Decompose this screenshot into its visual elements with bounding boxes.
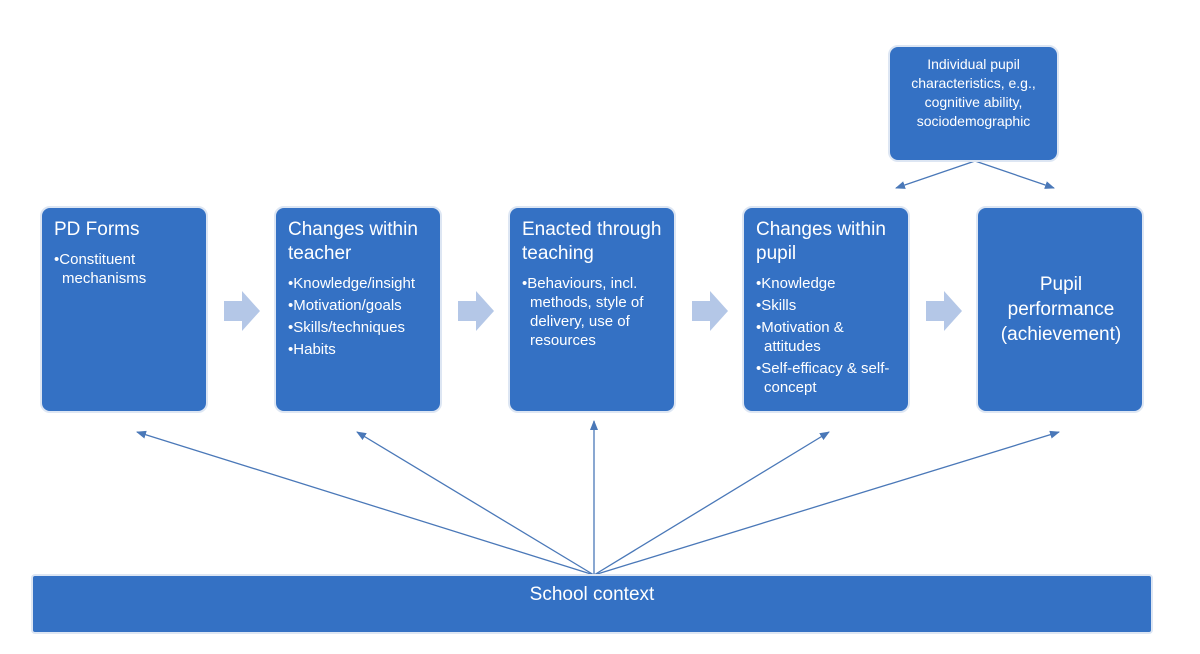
- teaching-list: Behaviours, incl. methods, style of deli…: [522, 274, 664, 350]
- school-context-label: School context: [529, 584, 655, 605]
- pupil-changes-title: Changes within pupil: [756, 219, 886, 264]
- school-to-performance-arrow: [593, 430, 1060, 576]
- list-item: Knowledge/insight: [288, 274, 430, 293]
- list-item: Self-efficacy & self-concept: [756, 359, 898, 397]
- list-item: Habits: [288, 340, 430, 359]
- school-context-bar: School context: [31, 574, 1153, 634]
- pupil-performance-title: Pupil performance (achievement): [1000, 274, 1122, 345]
- pd-forms-title: PD Forms: [54, 219, 140, 240]
- teacher-changes-title: Changes within teacher: [288, 219, 418, 264]
- pupil-changes-list: Knowledge Skills Motivation & attitudes …: [756, 274, 898, 397]
- flow-arrow-3: [692, 291, 728, 331]
- list-item: Constituent mechanisms: [54, 250, 196, 288]
- list-item: Behaviours, incl. methods, style of deli…: [522, 274, 664, 350]
- pupil-characteristics-text: Individual pupil characteristics, e.g., …: [911, 56, 1036, 129]
- pd-forms-list: Constituent mechanisms: [54, 250, 196, 288]
- list-item: Motivation/goals: [288, 296, 430, 315]
- flow-arrow-2: [458, 291, 494, 331]
- pd-forms-box: PD Forms Constituent mechanisms: [40, 206, 208, 413]
- school-to-teacher-arrow: [356, 431, 595, 576]
- school-to-pupil-arrow: [593, 431, 830, 576]
- list-item: Knowledge: [756, 274, 898, 293]
- school-to-pd-forms-arrow: [136, 430, 595, 576]
- characteristics-to-pupil-arrow: [895, 160, 976, 189]
- teacher-changes-box: Changes within teacher Knowledge/insight…: [274, 206, 442, 413]
- flow-arrow-1: [224, 291, 260, 331]
- list-item: Skills: [756, 296, 898, 315]
- pupil-changes-box: Changes within pupil Knowledge Skills Mo…: [742, 206, 910, 413]
- list-item: Motivation & attitudes: [756, 318, 898, 356]
- teaching-box: Enacted through teaching Behaviours, inc…: [508, 206, 676, 413]
- flow-arrow-4: [926, 291, 962, 331]
- teaching-title: Enacted through teaching: [522, 219, 662, 264]
- list-item: Skills/techniques: [288, 318, 430, 337]
- teacher-changes-list: Knowledge/insight Motivation/goals Skill…: [288, 274, 430, 359]
- pupil-performance-box: Pupil performance (achievement): [976, 206, 1144, 413]
- characteristics-to-performance-arrow: [974, 160, 1055, 189]
- pupil-characteristics-box: Individual pupil characteristics, e.g., …: [888, 45, 1059, 162]
